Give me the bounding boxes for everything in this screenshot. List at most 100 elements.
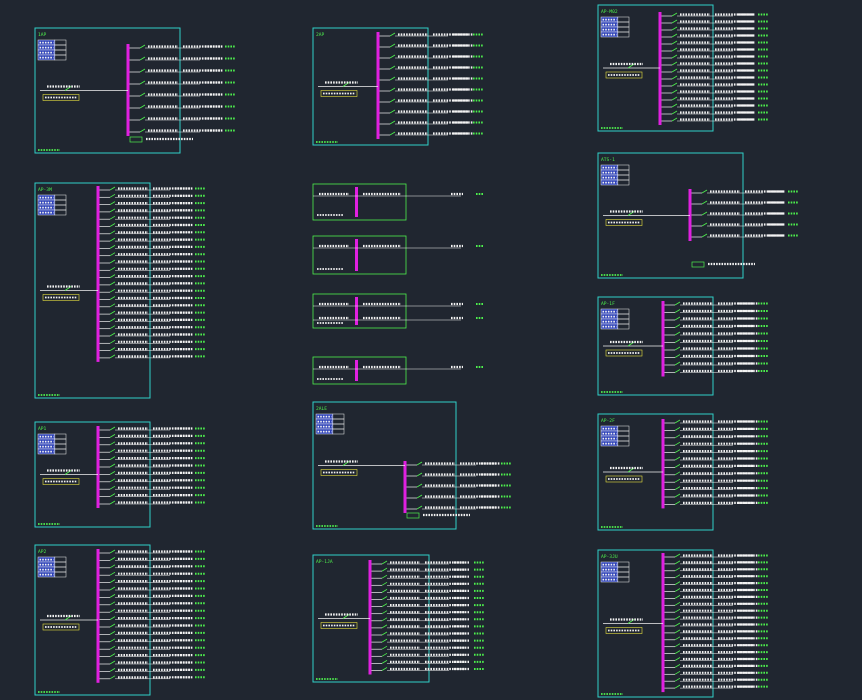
panel-title: ATS-1 — [601, 157, 615, 163]
feeder-breaker — [674, 595, 681, 599]
incomer-note-box — [605, 219, 643, 226]
feeder-breaker — [674, 309, 681, 313]
feeder-breaker — [109, 237, 116, 242]
feeder-breaker — [109, 660, 116, 665]
feeder-breaker — [139, 128, 146, 133]
info-table-cell — [54, 194, 67, 201]
feeder-breaker — [381, 603, 388, 607]
feeder-breaker — [674, 301, 681, 306]
feeder-breaker — [109, 266, 116, 271]
small-panel-sb-4 — [312, 356, 484, 385]
info-table-cell — [617, 576, 630, 583]
incomer-note-box — [320, 469, 358, 476]
feeder-breaker — [674, 419, 681, 424]
feeder-breaker — [416, 494, 423, 499]
feeder-breaker — [109, 354, 116, 359]
feeder-breaker — [674, 441, 681, 446]
info-table-cell — [54, 443, 67, 450]
feeder-breaker — [139, 44, 146, 49]
feeder-breaker — [674, 464, 681, 468]
spd-box — [129, 136, 143, 143]
bus-bar — [403, 461, 407, 513]
feeder-breaker — [671, 54, 678, 59]
panel-frame — [597, 413, 714, 531]
feeder-breaker — [381, 567, 388, 572]
bus-bar — [126, 44, 130, 136]
feeder-breaker — [109, 594, 116, 598]
panel-al-4: AP-2F — [597, 413, 768, 531]
feeder-breaker — [701, 189, 708, 194]
feeder-breaker — [381, 652, 388, 657]
info-table-cell — [617, 164, 630, 171]
info-table-cell — [617, 174, 630, 181]
feeder-breaker — [109, 252, 116, 257]
feeder-breaker — [109, 493, 116, 497]
bus-bar — [96, 186, 100, 362]
feeder-breaker — [674, 677, 681, 682]
feeder-breaker — [139, 56, 146, 61]
feeder-breaker — [674, 664, 681, 668]
info-table-cell — [617, 308, 630, 315]
panel-title: AP-1F — [601, 301, 615, 307]
feeder-breaker — [109, 274, 116, 278]
feeder-breaker — [109, 434, 116, 438]
panel-title: AP2 — [38, 549, 47, 555]
info-table-cell — [617, 430, 630, 437]
panel-frame — [312, 401, 457, 530]
feeder-breaker — [701, 211, 708, 216]
spd-box — [691, 261, 705, 268]
feeder-breaker — [109, 638, 116, 643]
panel-ats-2: 2ALE — [312, 401, 511, 530]
small-panel-frame — [312, 293, 407, 329]
spd-box — [406, 512, 420, 519]
incomer-note-box — [605, 71, 643, 79]
feeder-breaker — [139, 80, 146, 85]
panel-title: 1AP — [38, 32, 47, 38]
feeder-breaker — [674, 478, 681, 483]
feeder-breaker — [381, 660, 388, 664]
panel-al-2: AP-1F — [597, 296, 768, 396]
feeder-breaker — [674, 331, 681, 336]
feeder-breaker — [109, 339, 116, 344]
feeder-breaker — [109, 288, 116, 293]
info-table-cell — [617, 435, 630, 442]
info-table-cell — [54, 556, 67, 563]
feeder-breaker — [674, 601, 681, 606]
feeder-breaker — [701, 233, 708, 238]
info-table-cell — [54, 571, 67, 578]
small-panel-frame — [312, 235, 407, 275]
incomer-note-box — [320, 622, 358, 629]
info-table-cell — [617, 169, 630, 176]
feeder-breaker — [674, 643, 681, 648]
feeder-breaker — [389, 87, 396, 92]
feeder-breaker — [109, 631, 116, 635]
panel-al-7: AP-3JU — [597, 549, 768, 698]
feeder-breaker — [109, 347, 116, 351]
feeder-breaker — [109, 441, 116, 446]
feeder-breaker — [416, 483, 423, 488]
feeder-breaker — [674, 456, 681, 461]
feeder-breaker — [389, 76, 396, 81]
bus-bar — [658, 12, 662, 125]
info-table-cell — [617, 26, 630, 33]
feeder-breaker — [674, 684, 681, 689]
feeder-breaker — [109, 653, 116, 657]
feeder-breaker — [671, 117, 678, 122]
panel-title: AP-2F — [601, 418, 615, 424]
feeder-breaker — [139, 116, 146, 121]
feeder-breaker — [674, 574, 681, 579]
feeder-breaker — [109, 564, 116, 569]
panel-al-6: AP-1JA — [312, 554, 484, 683]
feeder-breaker — [381, 667, 388, 671]
feeder-breaker — [674, 449, 681, 453]
feeder-breaker — [109, 201, 116, 205]
panel-frame — [312, 27, 429, 146]
feeder-breaker — [381, 631, 388, 636]
feeder-breaker — [674, 486, 681, 490]
feeder-breaker — [109, 426, 116, 431]
panel-frame — [34, 182, 151, 399]
feeder-breaker — [381, 581, 388, 586]
feeder-breaker — [671, 61, 678, 66]
